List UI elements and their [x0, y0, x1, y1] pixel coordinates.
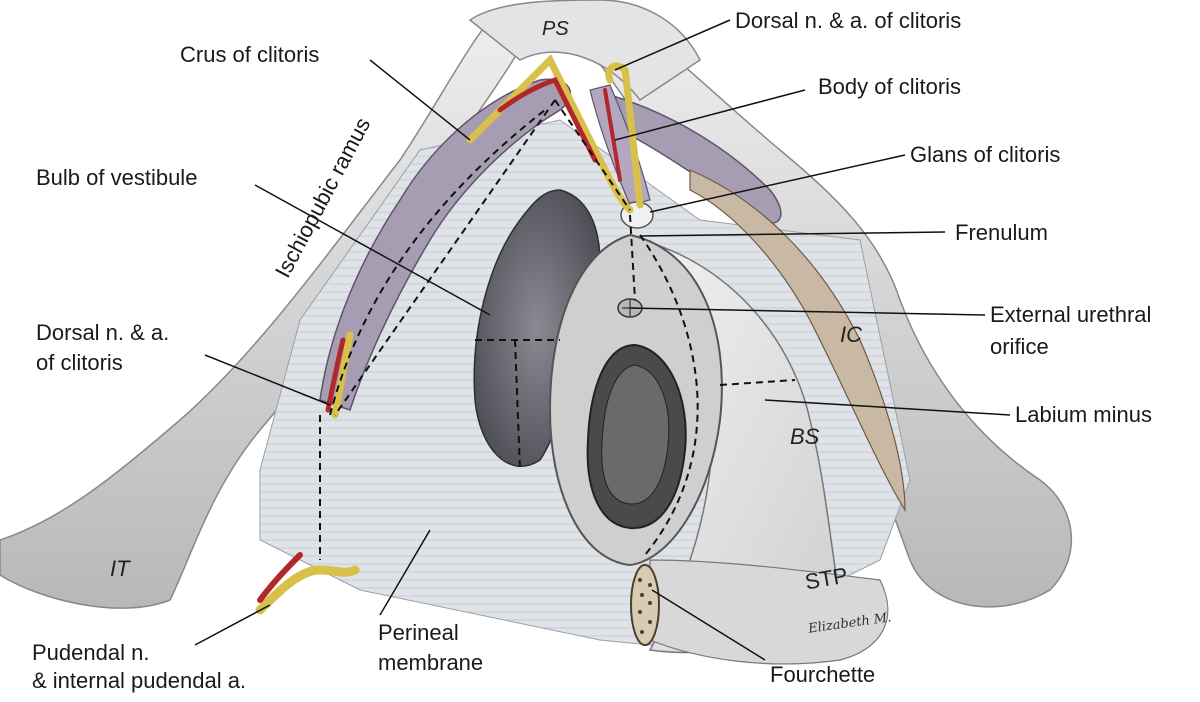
label-frenulum: Frenulum — [955, 220, 1048, 245]
label-pudendal-1: Pudendal n. — [32, 640, 150, 665]
ischiocavernosus — [689, 169, 906, 513]
left-ischiopubic-ramus — [0, 7, 542, 609]
dorsal-artery-left-upper — [497, 76, 598, 163]
label-pudendal-2: & internal pudendal a. — [32, 668, 247, 693]
label-perineal-1: Perineal — [378, 620, 459, 645]
pudendal-artery — [257, 552, 303, 603]
dorsal-artery-right-upper — [603, 88, 622, 182]
label-bulb-of-vestibule: Bulb of vestibule — [36, 165, 198, 190]
right-crus — [608, 93, 782, 224]
label-ps: PS — [542, 18, 569, 40]
label-dorsal-n-a-top: Dorsal n. & a. of clitoris — [735, 8, 962, 33]
left-crus — [319, 78, 572, 411]
label-glans-of-clitoris: Glans of clitoris — [910, 142, 1061, 167]
label-ic: IC — [840, 322, 862, 347]
label-body-of-clitoris: Body of clitoris — [818, 74, 962, 99]
label-bs: BS — [790, 424, 820, 449]
pudendal-nerve — [255, 565, 360, 615]
superficial-transverse-perineal — [649, 559, 889, 665]
label-labium-minus: Labium minus — [1015, 402, 1152, 427]
dorsal-nerve-right-upper — [605, 62, 644, 209]
label-external-urethral-2: orifice — [990, 334, 1049, 359]
leader-lines — [194, 19, 1011, 661]
pubic-symphysis — [468, 0, 701, 102]
label-crus-of-clitoris: Crus of clitoris — [180, 42, 320, 67]
dashed-reference-lines — [319, 99, 796, 560]
label-external-urethral-1: External urethral — [990, 302, 1152, 327]
dorsal-artery-left-lower — [325, 337, 346, 413]
fourchette-section — [630, 564, 660, 646]
label-dorsal-n-a-left-2: of clitoris — [36, 350, 123, 375]
label-dorsal-n-a-left-1: Dorsal n. & a. — [36, 320, 170, 345]
label-perineal-2: membrane — [378, 650, 484, 675]
label-fourchette: Fourchette — [770, 662, 876, 687]
label-it: IT — [110, 556, 130, 581]
